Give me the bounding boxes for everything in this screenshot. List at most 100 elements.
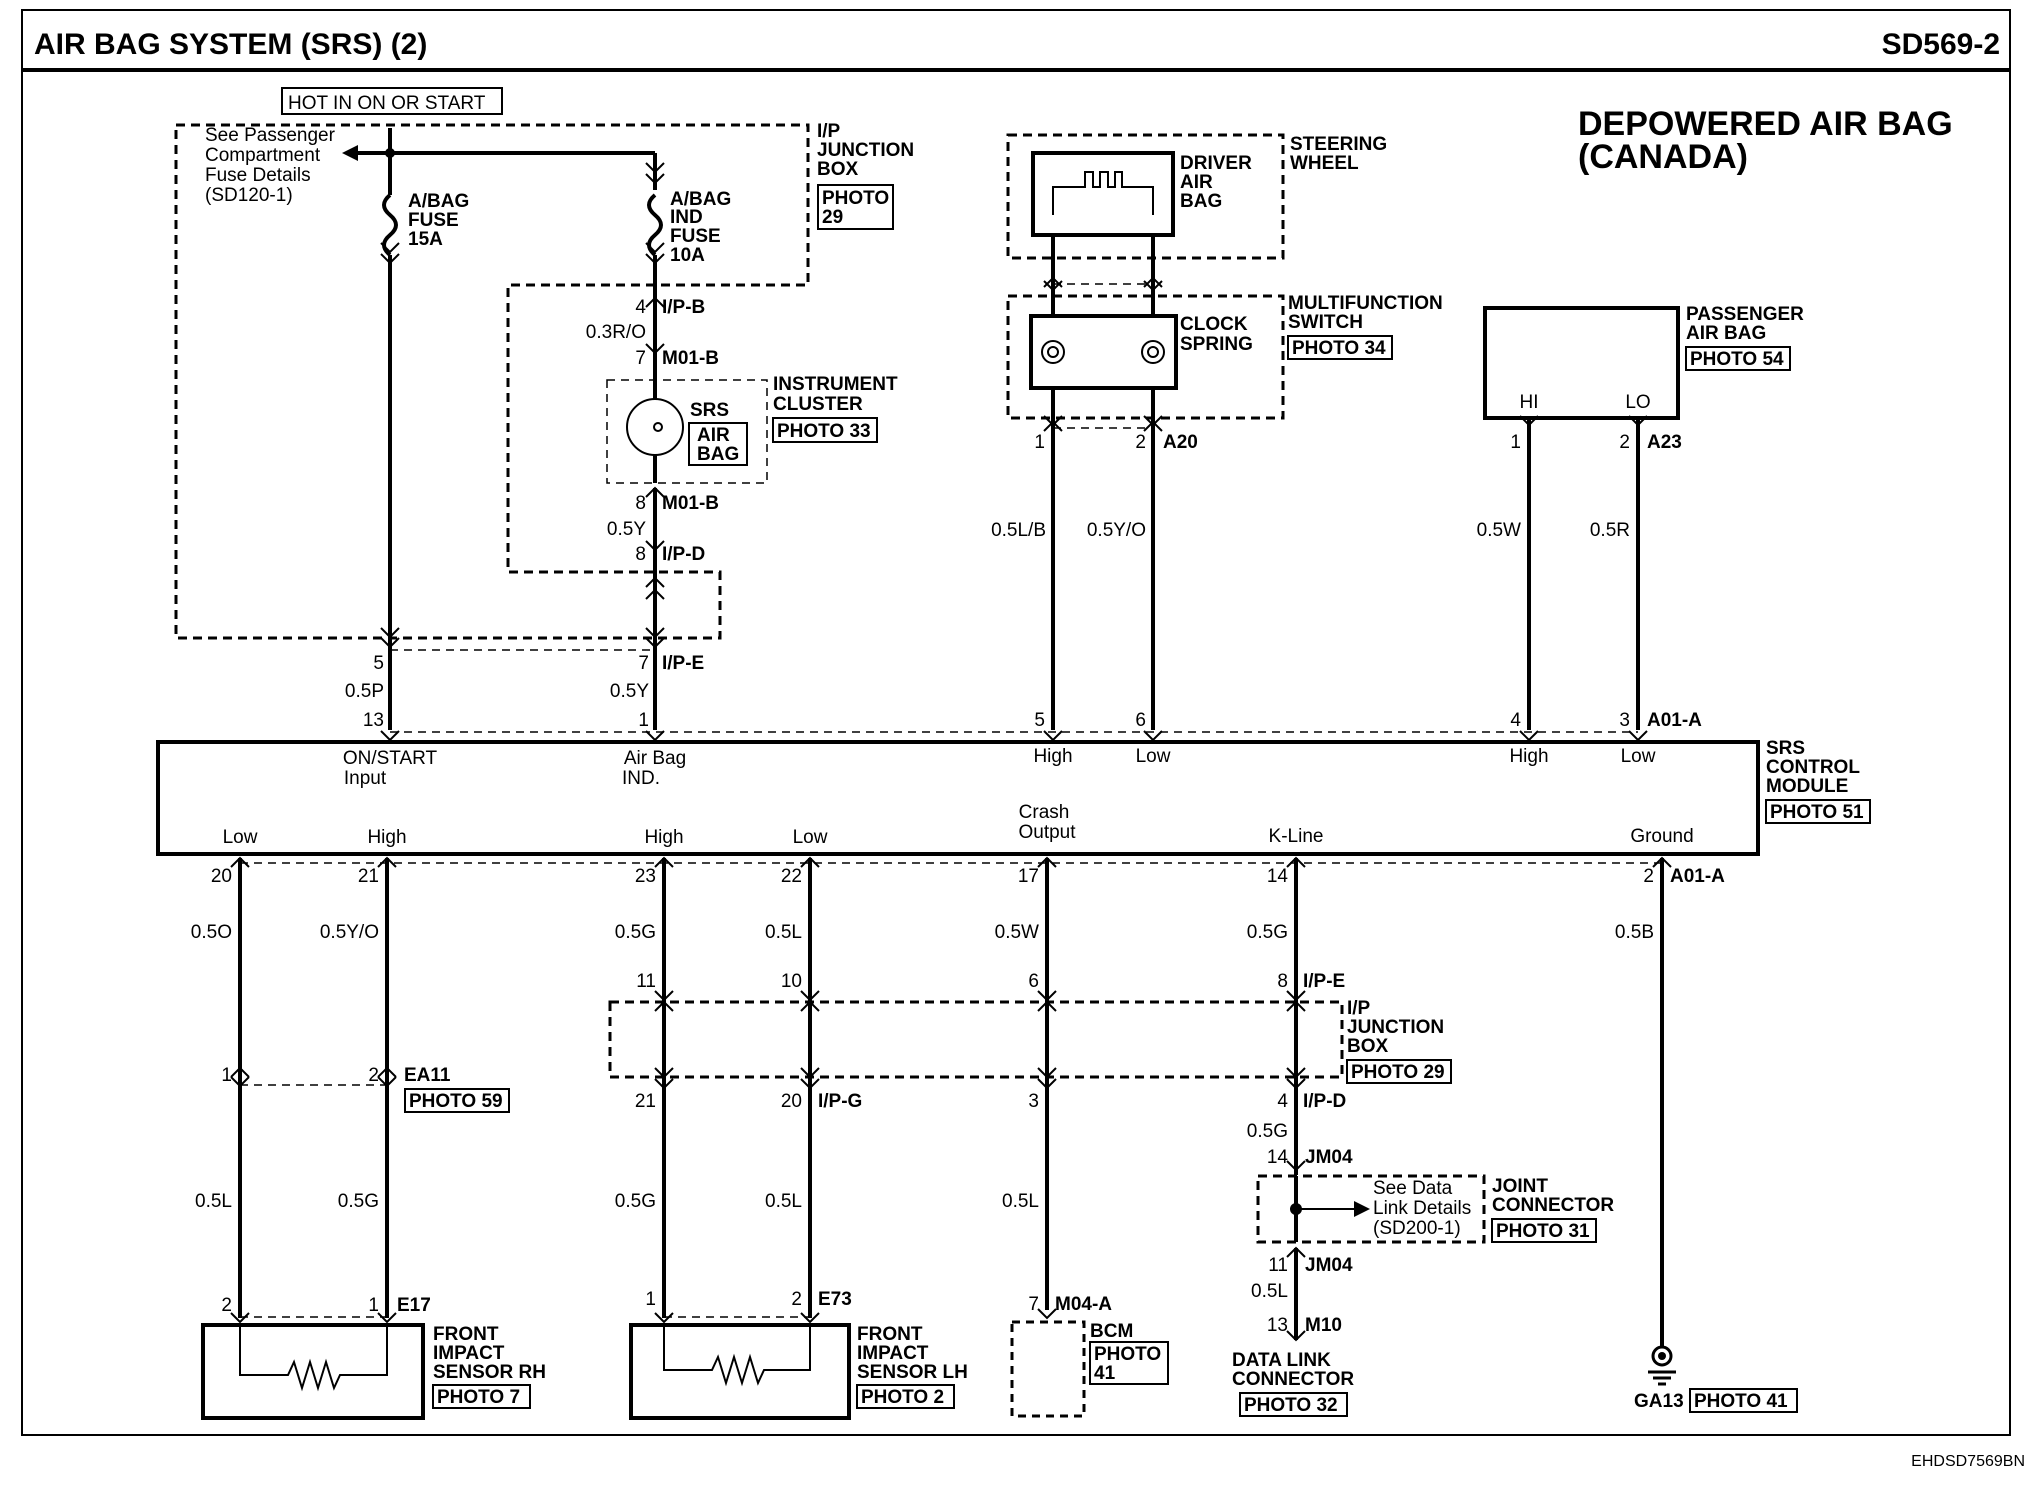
mod-l1: SRS xyxy=(1766,738,1805,759)
mod-onstart-2: Input xyxy=(344,768,387,789)
pab-wire2: 0.5R xyxy=(1590,520,1630,541)
lower-wire-labels: 0.5L 0.5G 0.5G 0.5L 0.5L xyxy=(195,1191,1039,1212)
pab-lo: LO xyxy=(1625,392,1650,413)
sw-a20: A20 xyxy=(1163,432,1198,453)
ea11-photo: PHOTO 59 xyxy=(409,1091,503,1112)
rh-p2: 2 xyxy=(221,1295,232,1316)
srs-bag: BAG xyxy=(697,444,739,465)
steering-l1: STEERING xyxy=(1290,134,1387,155)
ga13-photo: PHOTO 41 xyxy=(1694,1391,1788,1412)
srs-label: SRS xyxy=(690,400,729,421)
bcm-p7: 7 xyxy=(1028,1294,1039,1315)
jm-wire: 0.5G xyxy=(1247,1121,1288,1142)
bcm-box xyxy=(1010,1320,1086,1418)
sw-pin1: 1 xyxy=(1034,432,1045,453)
fuse-2-icon xyxy=(647,193,663,257)
lh-p2: 2 xyxy=(791,1289,802,1310)
lh-l2: IMPACT xyxy=(857,1343,929,1364)
passenger-airbag-section: HI LO PASSENGER AIR BAG PHOTO 54 1 2 A23… xyxy=(1477,304,1804,741)
lh-l3: SENSOR LH xyxy=(857,1362,968,1383)
jm04-bot: JM04 xyxy=(1305,1255,1353,1276)
sw-pin5: 5 xyxy=(1034,710,1045,731)
bp-a01a: A01-A xyxy=(1670,866,1725,887)
clock-spring-coil-1-icon xyxy=(1041,340,1065,364)
ea11-label: EA11 xyxy=(404,1065,451,1086)
srs-air: AIR xyxy=(697,425,730,446)
driver-l1: DRIVER xyxy=(1180,153,1252,174)
arrow-right-icon xyxy=(1354,1201,1370,1217)
mod-high2: High xyxy=(1509,746,1548,767)
ipe-pin5: 5 xyxy=(373,653,384,674)
pab-hi: HI xyxy=(1520,392,1539,413)
ipe-pin7: 7 xyxy=(638,653,649,674)
lh-sensor-box xyxy=(629,1323,851,1420)
pab-l2: AIR BAG xyxy=(1686,323,1766,344)
ljb-l1: I/P xyxy=(1347,998,1371,1019)
ipjb-l2: JUNCTION xyxy=(817,140,914,161)
rh-e17: E17 xyxy=(397,1295,431,1316)
lj-ipg: I/P-G xyxy=(818,1091,862,1112)
bw-o: 0.5O xyxy=(191,922,232,943)
pab-pin1: 1 xyxy=(1510,432,1521,453)
squib-icon xyxy=(1052,171,1154,215)
lj-21: 21 xyxy=(635,1091,656,1112)
cl-pin4: 4 xyxy=(635,297,646,318)
sw-pin6: 6 xyxy=(1135,710,1146,731)
diagram-title: AIR BAG SYSTEM (SRS) (2) xyxy=(34,28,427,61)
bp-23: 23 xyxy=(635,866,656,887)
ipe-pin1: 1 xyxy=(638,710,649,731)
joint-connector-box xyxy=(1256,1174,1486,1244)
multifunction-switch-box xyxy=(1006,294,1285,420)
mod-low2: Low xyxy=(1621,746,1656,767)
lj-11: 11 xyxy=(636,971,656,992)
ground-terminal-icon xyxy=(1651,1345,1673,1367)
pab-pin4: 4 xyxy=(1510,710,1521,731)
sw-wire1: 0.5L/B xyxy=(991,520,1046,541)
lj-10: 10 xyxy=(781,971,802,992)
dlc-p13: 13 xyxy=(1267,1315,1288,1336)
ea11-pin2: 2 xyxy=(368,1065,379,1086)
pab-a23: A23 xyxy=(1647,432,1682,453)
steering-l2: WHEEL xyxy=(1290,153,1359,174)
bp-17: 17 xyxy=(1018,866,1039,887)
mod-high-b1: High xyxy=(367,827,406,848)
lower-ip-junction: 11 10 6 8 I/P-E I/P JUNCTION BOX PHOTO 2… xyxy=(608,971,1452,1112)
bp-20: 20 xyxy=(211,866,232,887)
lj-20: 20 xyxy=(781,1091,802,1112)
ea11-pin1: 1 xyxy=(221,1065,232,1086)
fuse2-l4: 10A xyxy=(670,245,705,266)
joint-l2: CONNECTOR xyxy=(1492,1195,1614,1216)
cl-m01b-bot: M01-B xyxy=(662,493,719,514)
cl-pin8b: 8 xyxy=(635,544,646,565)
joint-photo: PHOTO 31 xyxy=(1496,1221,1590,1242)
see-fuse-2: Compartment xyxy=(205,145,321,166)
pab-pin2: 2 xyxy=(1619,432,1630,453)
mod-high1: High xyxy=(1033,746,1072,767)
mfs-photo: PHOTO 34 xyxy=(1292,338,1386,359)
front-impact-sensor-lh: 1 2 E73 FRONT IMPACT SENSOR LH PHOTO 2 xyxy=(629,1289,968,1420)
mod-airbag-1: Air Bag xyxy=(624,748,686,769)
bp-22: 22 xyxy=(781,866,802,887)
bcm-photo-2: 41 xyxy=(1094,1363,1116,1384)
mod-airbag-2: IND. xyxy=(622,768,660,789)
jm-p14: 14 xyxy=(1267,1147,1289,1168)
lw-g-rh: 0.5G xyxy=(338,1191,379,1212)
ground-section: GA13 PHOTO 41 xyxy=(1634,1345,1798,1413)
power-section: HOT IN ON OR START See Passenger Compart… xyxy=(174,87,914,730)
bp-21: 21 xyxy=(358,866,379,887)
see-fuse-3: Fuse Details xyxy=(205,165,311,186)
cluster-l2: CLUSTER xyxy=(773,394,863,415)
mod-ground: Ground xyxy=(1630,826,1693,847)
lh-resistor-icon xyxy=(663,1325,811,1387)
bw-w: 0.5W xyxy=(995,922,1039,943)
bcm-section: 7 M04-A BCM PHOTO 41 xyxy=(1010,1294,1169,1418)
front-impact-sensor-rh: 2 1 E17 FRONT IMPACT SENSOR RH PHOTO 7 xyxy=(201,1295,546,1420)
ipjb-l1: I/P xyxy=(817,121,841,142)
fuse2-l2: IND xyxy=(670,207,703,228)
pab-pin3: 3 xyxy=(1619,710,1630,731)
mod-kline: K-Line xyxy=(1269,826,1324,847)
clock-spring-coil-2-icon xyxy=(1141,340,1165,364)
lh-photo: PHOTO 2 xyxy=(861,1387,944,1408)
see-fuse-4: (SD120-1) xyxy=(205,185,293,206)
cl-wire1: 0.3R/O xyxy=(586,322,646,343)
